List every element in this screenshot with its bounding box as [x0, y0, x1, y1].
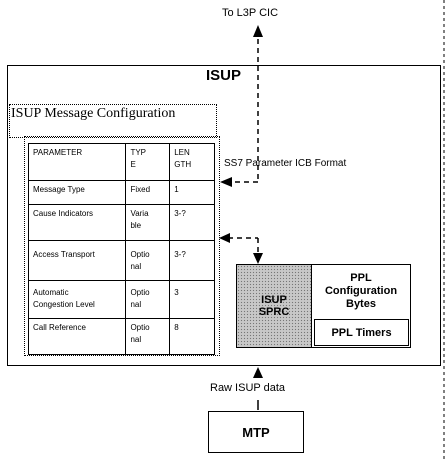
mtp-label: MTP [242, 424, 270, 440]
table-row: Message Type Fixed 1 [27, 180, 215, 205]
cell-parameter: Call Reference [27, 318, 127, 355]
cell-parameter: Cause Indicators [27, 204, 127, 241]
parameter-table: PARAMETER TYP E LEN GTH Message Type Fix… [27, 143, 215, 355]
table-row: Access Transport Optio nal 3-? [27, 240, 215, 281]
cell-type: Varia ble [125, 204, 171, 241]
cell-length: 3 [169, 280, 215, 319]
ppl-box [311, 264, 411, 348]
to-l3p-label: To L3P CIC [222, 7, 279, 19]
mtp-box: MTP [208, 411, 304, 453]
ppl-timers-box: PPL Timers [314, 319, 409, 346]
cell-parameter: Message Type [27, 180, 127, 205]
cell-type: Optio nal [125, 240, 171, 281]
isup-sprc-box: ISUP SPRC [236, 264, 312, 348]
cell-length: 3-? [169, 204, 215, 241]
parameter-table-frame [24, 136, 220, 356]
cell-length: 3-? [169, 240, 215, 281]
raw-isup-data-label: Raw ISUP data [210, 382, 286, 394]
cell-type: Fixed [125, 180, 171, 205]
cell-type: Optio nal [125, 280, 171, 319]
header-length: LEN GTH [169, 143, 215, 181]
icb-arrowhead [220, 177, 232, 187]
cell-length: 1 [169, 180, 215, 205]
mtp-arrowhead [253, 367, 263, 378]
table-header-row: PARAMETER TYP E LEN GTH [27, 143, 215, 181]
isup-sprc-label: ISUP SPRC [258, 294, 290, 318]
ppl-timers-label: PPL Timers [331, 326, 392, 339]
table-row: Cause Indicators Varia ble 3-? [27, 204, 215, 241]
icb-format-label: SS7 Parameter ICB Format [224, 158, 347, 169]
isup-box [7, 65, 441, 366]
header-type: TYP E [125, 143, 171, 181]
isup-title: ISUP [205, 67, 241, 84]
cell-length: 8 [169, 318, 215, 355]
sprc-down-arrowhead [253, 253, 263, 264]
table-row: Call Reference Optio nal 8 [27, 318, 215, 355]
cell-type: Optio nal [125, 318, 171, 355]
ppl-configuration-bytes-label: PPL Configuration Bytes [324, 272, 398, 310]
cell-parameter: Automatic Congestion Level [27, 280, 127, 319]
sprc-left-arrowhead [219, 233, 230, 243]
message-config-box [9, 104, 217, 138]
cell-parameter: Access Transport [27, 240, 127, 281]
header-parameter: PARAMETER [27, 143, 127, 181]
to-l3p-arrowhead [253, 25, 263, 37]
table-row: Automatic Congestion Level Optio nal 3 [27, 280, 215, 319]
message-config-title: ISUP Message Configuration [11, 106, 176, 121]
